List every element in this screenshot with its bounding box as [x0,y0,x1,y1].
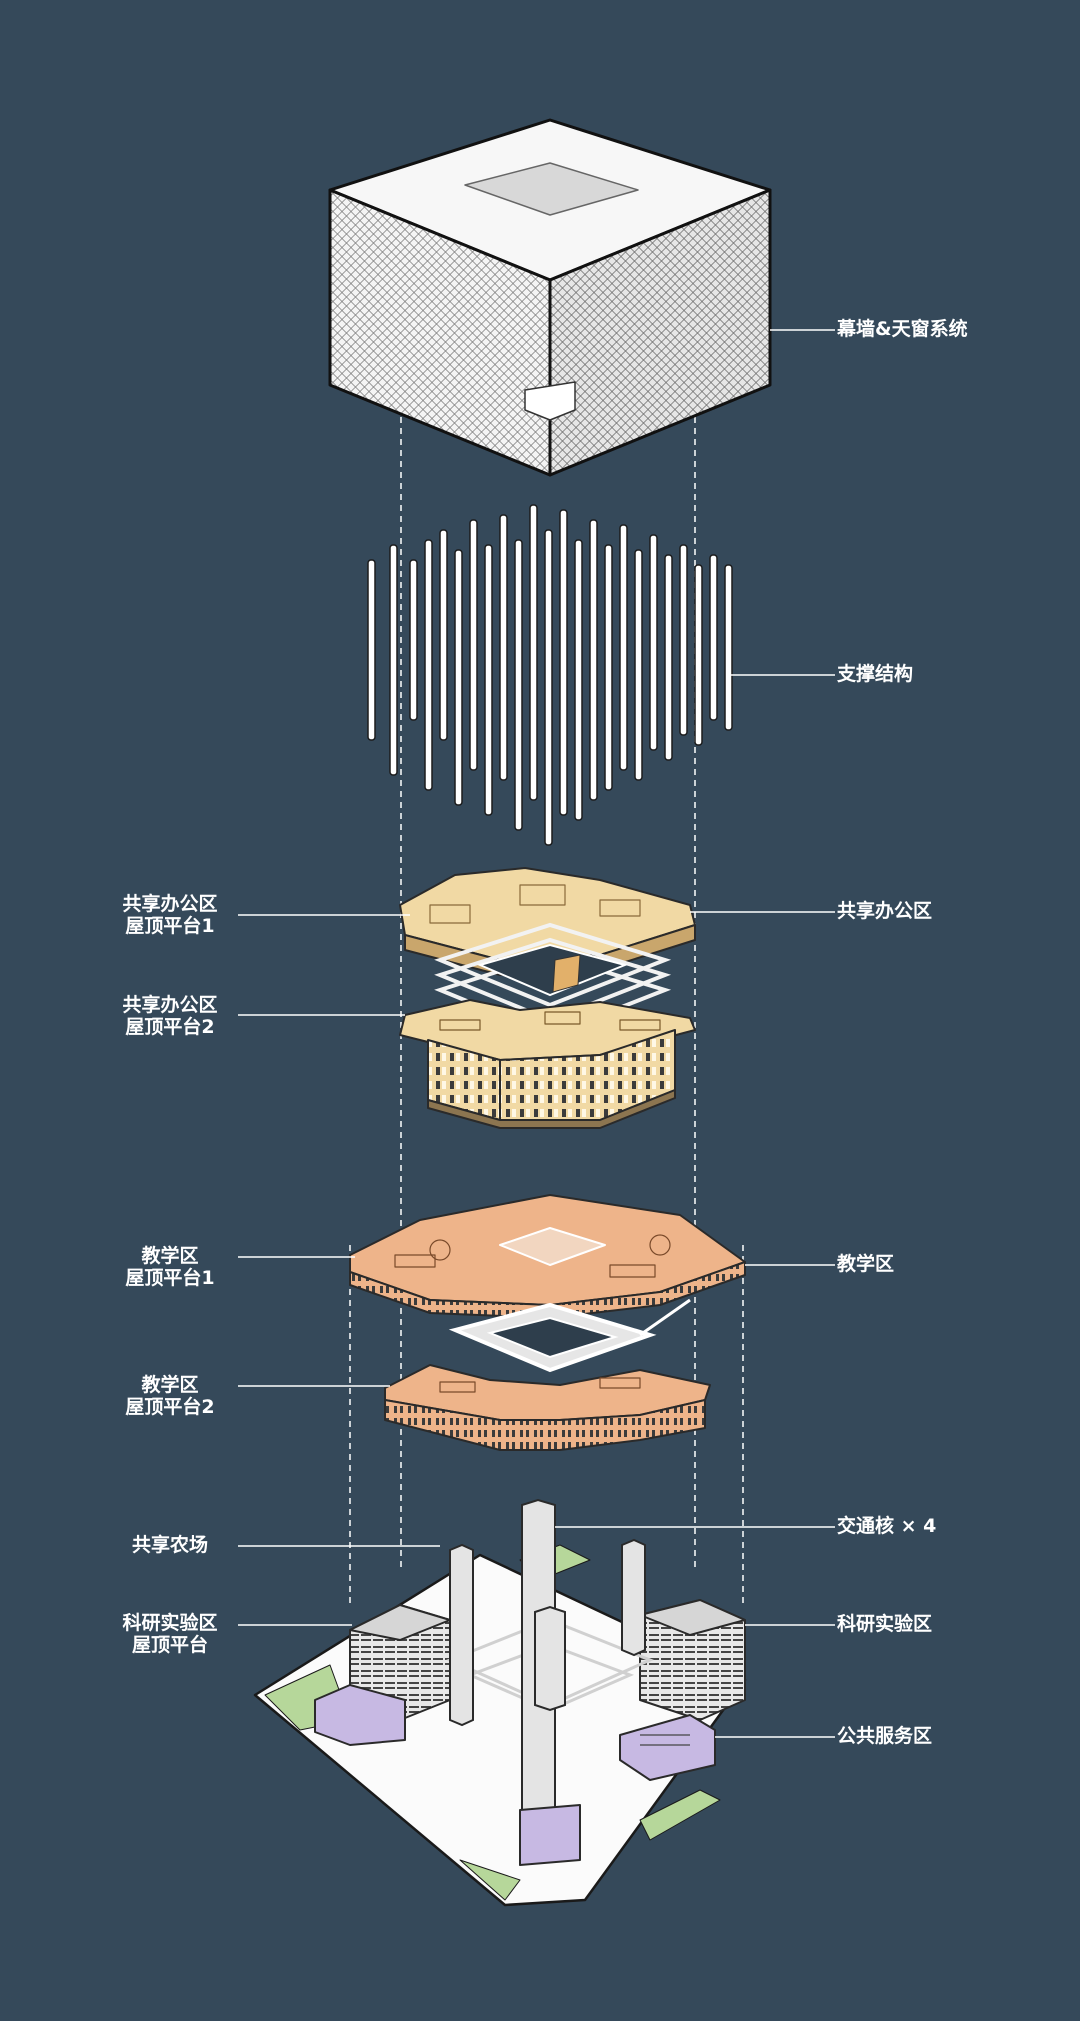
public-service-blocks [314,1684,716,1866]
support-columns [367,504,733,846]
label-traffic-core: 交通核 × 4 [837,1515,937,1537]
office-block [399,999,696,1129]
office-atrium-void [477,943,629,997]
teaching-atrium-frame [448,1298,691,1373]
label-teaching-roof-1: 教学区屋顶平台1 [125,1245,215,1289]
support-column [454,549,463,806]
support-column [619,524,628,771]
label-office-area: 共享办公区 [837,900,933,922]
teaching-roof-platform-1 [349,1194,746,1319]
label-research-area: 科研实验区 [837,1613,933,1635]
support-column [574,539,583,821]
support-column [439,529,448,741]
label-shared-farm: 共享农场 [131,1534,208,1556]
label-office-roof-2: 共享办公区屋顶平台2 [122,994,218,1038]
research-blocks [349,1599,746,1721]
support-column [724,564,733,731]
leader-lines [238,329,835,1738]
support-column [367,559,376,741]
support-column [544,529,553,846]
dashed-guide-lines [349,395,744,1608]
label-teaching-roof-2: 教学区屋顶平台2 [125,1374,215,1418]
support-column [389,544,398,776]
office-atrium-stair [552,954,581,993]
support-column [679,544,688,736]
label-office-roof-1: 共享办公区屋顶平台1 [122,893,218,937]
support-column [694,564,703,746]
label-teaching-area: 教学区 [837,1253,895,1275]
support-column [514,539,523,831]
support-column [424,539,433,791]
support-column [589,519,598,801]
teaching-roof-platform-2 [384,1364,711,1451]
support-column [634,549,643,781]
support-column [409,559,418,721]
label-curtain-wall: 幕墙&天窗系统 [837,318,968,340]
support-column [559,509,568,816]
traffic-cores [449,1498,646,1847]
support-column [709,554,718,721]
support-column [664,554,673,761]
support-column [484,544,493,816]
label-research-roof: 科研实验区屋顶平台 [122,1612,218,1656]
label-support-structure: 支撑结构 [837,663,914,685]
support-column [499,514,508,781]
support-column [604,544,613,791]
support-column [469,519,478,771]
support-column [529,504,538,801]
support-column [649,534,658,751]
label-public-service: 公共服务区 [837,1725,933,1747]
curtain-wall-cube [328,118,772,477]
